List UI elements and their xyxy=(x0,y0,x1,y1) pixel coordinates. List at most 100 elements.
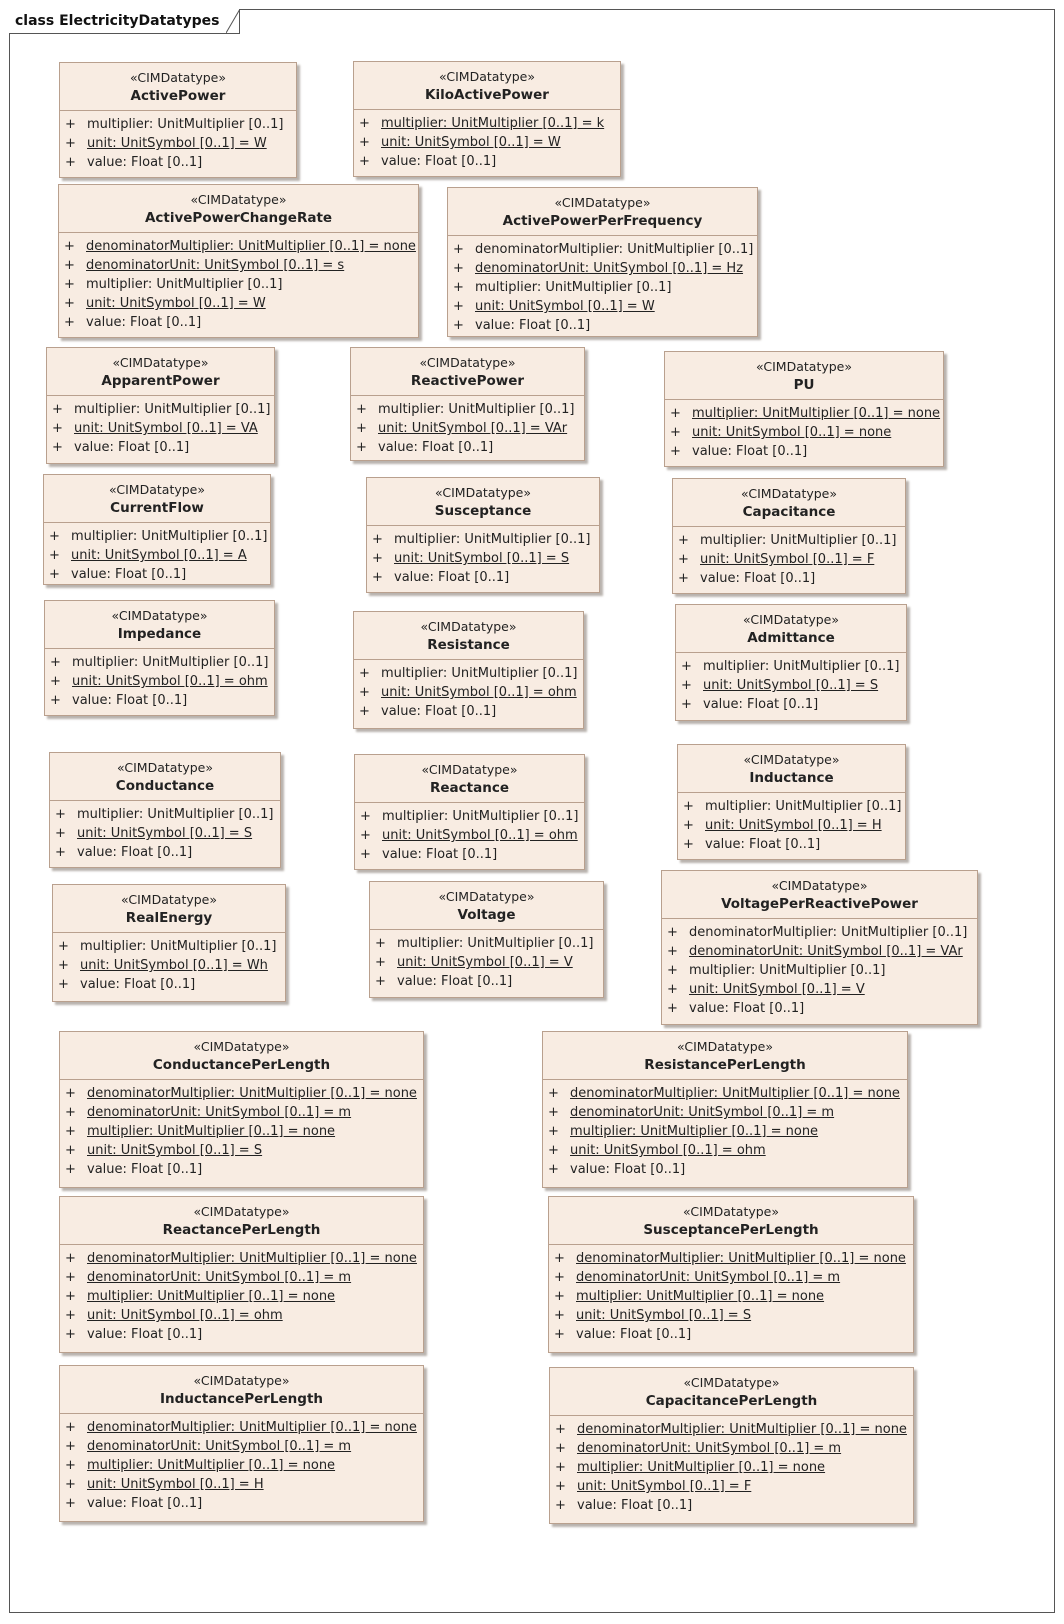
class-box-active-power-per-frequency[interactable]: «CIMDatatype»ActivePowerPerFrequency+den… xyxy=(447,187,758,337)
attribute-row[interactable]: +multiplier: UnitMultiplier [0..1] xyxy=(355,807,584,826)
attribute-row[interactable]: +unit: UnitSymbol [0..1] = ohm xyxy=(354,683,583,702)
attribute-row[interactable]: +multiplier: UnitMultiplier [0..1] xyxy=(678,797,905,816)
attribute-row[interactable]: +value: Float [0..1] xyxy=(678,835,905,854)
attribute-row[interactable]: +value: Float [0..1] xyxy=(550,1496,913,1515)
attribute-row[interactable]: +unit: UnitSymbol [0..1] = H xyxy=(60,1475,423,1494)
attribute-row[interactable]: +multiplier: UnitMultiplier [0..1] = non… xyxy=(549,1287,913,1306)
attribute-row[interactable]: +denominatorMultiplier: UnitMultiplier [… xyxy=(60,1418,423,1437)
attribute-row[interactable]: +unit: UnitSymbol [0..1] = S xyxy=(50,824,280,843)
attribute-row[interactable]: +value: Float [0..1] xyxy=(549,1325,913,1344)
attribute-row[interactable]: +value: Float [0..1] xyxy=(351,438,584,457)
attribute-row[interactable]: +unit: UnitSymbol [0..1] = V xyxy=(370,953,603,972)
attribute-row[interactable]: +multiplier: UnitMultiplier [0..1] = non… xyxy=(60,1287,423,1306)
class-box-conductance[interactable]: «CIMDatatype»Conductance+multiplier: Uni… xyxy=(49,752,281,868)
attribute-row[interactable]: +denominatorUnit: UnitSymbol [0..1] = VA… xyxy=(662,942,977,961)
attribute-row[interactable]: +multiplier: UnitMultiplier [0..1] xyxy=(60,115,296,134)
attribute-row[interactable]: +unit: UnitSymbol [0..1] = ohm xyxy=(355,826,584,845)
attribute-row[interactable]: +unit: UnitSymbol [0..1] = W xyxy=(448,297,757,316)
attribute-row[interactable]: +unit: UnitSymbol [0..1] = S xyxy=(549,1306,913,1325)
attribute-row[interactable]: +value: Float [0..1] xyxy=(543,1160,907,1179)
attribute-row[interactable]: +unit: UnitSymbol [0..1] = S xyxy=(60,1141,423,1160)
attribute-row[interactable]: +denominatorUnit: UnitSymbol [0..1] = s xyxy=(59,256,418,275)
attribute-row[interactable]: +value: Float [0..1] xyxy=(60,1160,423,1179)
attribute-row[interactable]: +value: Float [0..1] xyxy=(50,843,280,862)
class-box-kilo-active-power[interactable]: «CIMDatatype»KiloActivePower+multiplier:… xyxy=(353,61,621,177)
attribute-row[interactable]: +denominatorMultiplier: UnitMultiplier [… xyxy=(549,1249,913,1268)
class-box-inductance-per-length[interactable]: «CIMDatatype»InductancePerLength+denomin… xyxy=(59,1365,424,1522)
attribute-row[interactable]: +unit: UnitSymbol [0..1] = W xyxy=(59,294,418,313)
attribute-row[interactable]: +value: Float [0..1] xyxy=(676,695,906,714)
attribute-row[interactable]: +multiplier: UnitMultiplier [0..1] xyxy=(673,531,905,550)
attribute-row[interactable]: +value: Float [0..1] xyxy=(367,568,599,587)
attribute-row[interactable]: +multiplier: UnitMultiplier [0..1] xyxy=(45,653,274,672)
class-box-resistance-per-length[interactable]: «CIMDatatype»ResistancePerLength+denomin… xyxy=(542,1031,908,1188)
attribute-row[interactable]: +multiplier: UnitMultiplier [0..1] xyxy=(59,275,418,294)
attribute-row[interactable]: +multiplier: UnitMultiplier [0..1] xyxy=(351,400,584,419)
class-box-active-power-change-rate[interactable]: «CIMDatatype»ActivePowerChangeRate+denom… xyxy=(58,184,419,338)
attribute-row[interactable]: +unit: UnitSymbol [0..1] = none xyxy=(665,423,943,442)
attribute-row[interactable]: +value: Float [0..1] xyxy=(53,975,285,994)
class-box-impedance[interactable]: «CIMDatatype»Impedance+multiplier: UnitM… xyxy=(44,600,275,716)
attribute-row[interactable]: +denominatorUnit: UnitSymbol [0..1] = Hz xyxy=(448,259,757,278)
attribute-row[interactable]: +unit: UnitSymbol [0..1] = S xyxy=(367,549,599,568)
attribute-row[interactable]: +denominatorUnit: UnitSymbol [0..1] = m xyxy=(550,1439,913,1458)
attribute-row[interactable]: +unit: UnitSymbol [0..1] = ohm xyxy=(60,1306,423,1325)
attribute-row[interactable]: +multiplier: UnitMultiplier [0..1] xyxy=(50,805,280,824)
attribute-row[interactable]: +denominatorMultiplier: UnitMultiplier [… xyxy=(550,1420,913,1439)
class-box-susceptance[interactable]: «CIMDatatype»Susceptance+multiplier: Uni… xyxy=(366,477,600,593)
attribute-row[interactable]: +unit: UnitSymbol [0..1] = V xyxy=(662,980,977,999)
attribute-row[interactable]: +unit: UnitSymbol [0..1] = Wh xyxy=(53,956,285,975)
attribute-row[interactable]: +unit: UnitSymbol [0..1] = W xyxy=(354,133,620,152)
attribute-row[interactable]: +denominatorMultiplier: UnitMultiplier [… xyxy=(543,1084,907,1103)
attribute-row[interactable]: +value: Float [0..1] xyxy=(354,702,583,721)
attribute-row[interactable]: +denominatorUnit: UnitSymbol [0..1] = m xyxy=(543,1103,907,1122)
attribute-row[interactable]: +unit: UnitSymbol [0..1] = ohm xyxy=(543,1141,907,1160)
attribute-row[interactable]: +denominatorMultiplier: UnitMultiplier [… xyxy=(448,240,757,259)
attribute-row[interactable]: +multiplier: UnitMultiplier [0..1] xyxy=(448,278,757,297)
attribute-row[interactable]: +multiplier: UnitMultiplier [0..1] xyxy=(44,527,270,546)
attribute-row[interactable]: +multiplier: UnitMultiplier [0..1] = non… xyxy=(665,404,943,423)
class-box-admittance[interactable]: «CIMDatatype»Admittance+multiplier: Unit… xyxy=(675,604,907,721)
attribute-row[interactable]: +value: Float [0..1] xyxy=(59,313,418,332)
attribute-row[interactable]: +value: Float [0..1] xyxy=(60,153,296,172)
attribute-row[interactable]: +unit: UnitSymbol [0..1] = H xyxy=(678,816,905,835)
class-box-voltage-per-reactive-power[interactable]: «CIMDatatype»VoltagePerReactivePower+den… xyxy=(661,870,978,1025)
attribute-row[interactable]: +value: Float [0..1] xyxy=(47,438,274,457)
attribute-row[interactable]: +denominatorUnit: UnitSymbol [0..1] = m xyxy=(60,1103,423,1122)
class-box-active-power[interactable]: «CIMDatatype»ActivePower+multiplier: Uni… xyxy=(59,62,297,178)
attribute-row[interactable]: +unit: UnitSymbol [0..1] = ohm xyxy=(45,672,274,691)
attribute-row[interactable]: +value: Float [0..1] xyxy=(354,152,620,171)
attribute-row[interactable]: +unit: UnitSymbol [0..1] = F xyxy=(673,550,905,569)
class-box-real-energy[interactable]: «CIMDatatype»RealEnergy+multiplier: Unit… xyxy=(52,884,286,1002)
class-box-susceptance-per-length[interactable]: «CIMDatatype»SusceptancePerLength+denomi… xyxy=(548,1196,914,1353)
attribute-row[interactable]: +multiplier: UnitMultiplier [0..1] xyxy=(676,657,906,676)
class-box-current-flow[interactable]: «CIMDatatype»CurrentFlow+multiplier: Uni… xyxy=(43,474,271,585)
class-box-apparent-power[interactable]: «CIMDatatype»ApparentPower+multiplier: U… xyxy=(46,347,275,464)
attribute-row[interactable]: +denominatorMultiplier: UnitMultiplier [… xyxy=(60,1084,423,1103)
attribute-row[interactable]: +denominatorMultiplier: UnitMultiplier [… xyxy=(662,923,977,942)
class-box-capacitance-per-length[interactable]: «CIMDatatype»CapacitancePerLength+denomi… xyxy=(549,1367,914,1524)
attribute-row[interactable]: +multiplier: UnitMultiplier [0..1] = non… xyxy=(60,1122,423,1141)
attribute-row[interactable]: +value: Float [0..1] xyxy=(665,442,943,461)
attribute-row[interactable]: +unit: UnitSymbol [0..1] = VAr xyxy=(351,419,584,438)
attribute-row[interactable]: +denominatorMultiplier: UnitMultiplier [… xyxy=(59,237,418,256)
class-box-conductance-per-length[interactable]: «CIMDatatype»ConductancePerLength+denomi… xyxy=(59,1031,424,1188)
attribute-row[interactable]: +value: Float [0..1] xyxy=(60,1494,423,1513)
attribute-row[interactable]: +denominatorUnit: UnitSymbol [0..1] = m xyxy=(60,1268,423,1287)
class-box-capacitance[interactable]: «CIMDatatype»Capacitance+multiplier: Uni… xyxy=(672,478,906,594)
attribute-row[interactable]: +multiplier: UnitMultiplier [0..1] = non… xyxy=(60,1456,423,1475)
attribute-row[interactable]: +multiplier: UnitMultiplier [0..1] xyxy=(367,530,599,549)
class-box-resistance[interactable]: «CIMDatatype»Resistance+multiplier: Unit… xyxy=(353,611,584,729)
attribute-row[interactable]: +denominatorUnit: UnitSymbol [0..1] = m xyxy=(549,1268,913,1287)
attribute-row[interactable]: +multiplier: UnitMultiplier [0..1] xyxy=(53,937,285,956)
attribute-row[interactable]: +multiplier: UnitMultiplier [0..1] xyxy=(662,961,977,980)
attribute-row[interactable]: +value: Float [0..1] xyxy=(662,999,977,1018)
class-box-voltage[interactable]: «CIMDatatype»Voltage+multiplier: UnitMul… xyxy=(369,881,604,998)
attribute-row[interactable]: +denominatorMultiplier: UnitMultiplier [… xyxy=(60,1249,423,1268)
class-box-pu[interactable]: «CIMDatatype»PU+multiplier: UnitMultipli… xyxy=(664,351,944,467)
attribute-row[interactable]: +multiplier: UnitMultiplier [0..1] = k xyxy=(354,114,620,133)
class-box-reactive-power[interactable]: «CIMDatatype»ReactivePower+multiplier: U… xyxy=(350,347,585,461)
attribute-row[interactable]: +multiplier: UnitMultiplier [0..1] xyxy=(47,400,274,419)
class-box-inductance[interactable]: «CIMDatatype»Inductance+multiplier: Unit… xyxy=(677,744,906,860)
class-box-reactance[interactable]: «CIMDatatype»Reactance+multiplier: UnitM… xyxy=(354,754,585,870)
